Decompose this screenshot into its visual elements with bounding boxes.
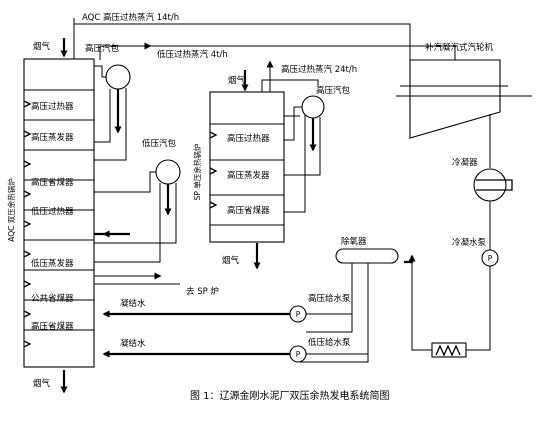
lp-feed-pump-label: 低压给水泵: [308, 337, 351, 348]
aqc-boiler-name: AQC 双压余热锅炉: [6, 178, 16, 242]
feed-water-1-label: 凝结水: [120, 298, 146, 309]
aqc-section-4: 低压蒸发器: [31, 258, 74, 269]
sp-section-0: 高压过热器: [227, 133, 270, 144]
aqc-section-5: 公共省煤器: [31, 293, 74, 304]
aqc-flue-out-label: 烟气: [33, 378, 51, 389]
aqc-section-3: 低压过热器: [31, 206, 74, 217]
condenser-label: 冷凝器: [452, 157, 478, 168]
deaerator-label: 除氧器: [341, 236, 367, 247]
aqc-section-6: 高压省煤器: [31, 321, 74, 332]
condensate-pump-label: 冷凝水泵: [452, 237, 487, 248]
aqc-section-1: 高压蒸发器: [31, 132, 74, 143]
sp-flue-in-label: 烟气: [228, 75, 246, 86]
sp-boiler-name: SP 单压余热锅炉: [192, 144, 202, 201]
aqc-section-0: 高压过热器: [31, 101, 74, 112]
hp-feed-pump-label: 高压给水泵: [308, 293, 351, 304]
deaerator-group: 除氧器: [300, 236, 478, 363]
sp-boiler-casing: [209, 91, 285, 243]
feed-pumps: 高压给水泵 P 低压给水泵 P: [289, 293, 368, 363]
lp-steam-label: 低压过热蒸汽 4t/h: [157, 49, 228, 60]
sp-boiler: SP 单压余热锅炉 高压过热器 高压蒸发器 高压省煤器 烟气 烟气 高压汽包: [192, 70, 351, 270]
aqc-boiler-casing: [23, 58, 95, 368]
deaerator: [335, 248, 399, 264]
hp-feed-pump-symbol: P: [296, 310, 301, 319]
feed-water-2-label: 凝结水: [120, 338, 146, 349]
aqc-hp-drum-label: 高压汽包: [85, 43, 120, 54]
to-sp-label: 去 SP 炉: [186, 286, 219, 297]
turbine-label: 补汽凝汽式汽轮机: [425, 42, 494, 53]
feedwater-lines: 去 SP 炉 凝结水 凝结水: [94, 272, 290, 358]
sp-section-1: 高压蒸发器: [227, 170, 270, 181]
sp-drum: [301, 95, 325, 119]
steam-lines: AQC 高压过热蒸汽 14t/h 低压过热蒸汽 4t/h 高压过热蒸汽 24t/…: [73, 12, 456, 93]
sp-drum-label: 高压汽包: [316, 85, 351, 96]
aqc-boiler: AQC 双压余热锅炉 高压过热器 高压蒸发器 高压省煤器 低压过热器: [6, 38, 181, 394]
sp-flue-out-label: 烟气: [222, 255, 240, 266]
aqc-lp-drum-label: 低压汽包: [142, 138, 177, 149]
aqc-hp-steam-label: AQC 高压过热蒸汽 14t/h: [82, 12, 179, 23]
aqc-hp-drum: [105, 64, 131, 90]
condensate-pump-symbol: P: [488, 254, 493, 263]
sp-section-2: 高压省煤器: [227, 205, 270, 216]
turbine: [409, 59, 501, 139]
figure-caption: 图 1：辽源金刚水泥厂双压余热发电系统简图: [190, 389, 390, 402]
aqc-section-2: 高压省煤器: [31, 177, 74, 188]
aqc-sections: [23, 89, 94, 348]
aqc-flue-in-label: 烟气: [33, 41, 51, 52]
aqc-lp-drum: [155, 159, 181, 185]
condenser-group: 冷凝器 冷凝水泵 P: [452, 157, 513, 351]
preheater: [431, 342, 467, 358]
turbine-group: 补汽凝汽式汽轮机: [396, 24, 532, 168]
condenser: [473, 168, 507, 202]
lp-feed-pump-symbol: P: [296, 350, 301, 359]
sp-hp-steam-label: 高压过热蒸汽 24t/h: [281, 64, 357, 75]
